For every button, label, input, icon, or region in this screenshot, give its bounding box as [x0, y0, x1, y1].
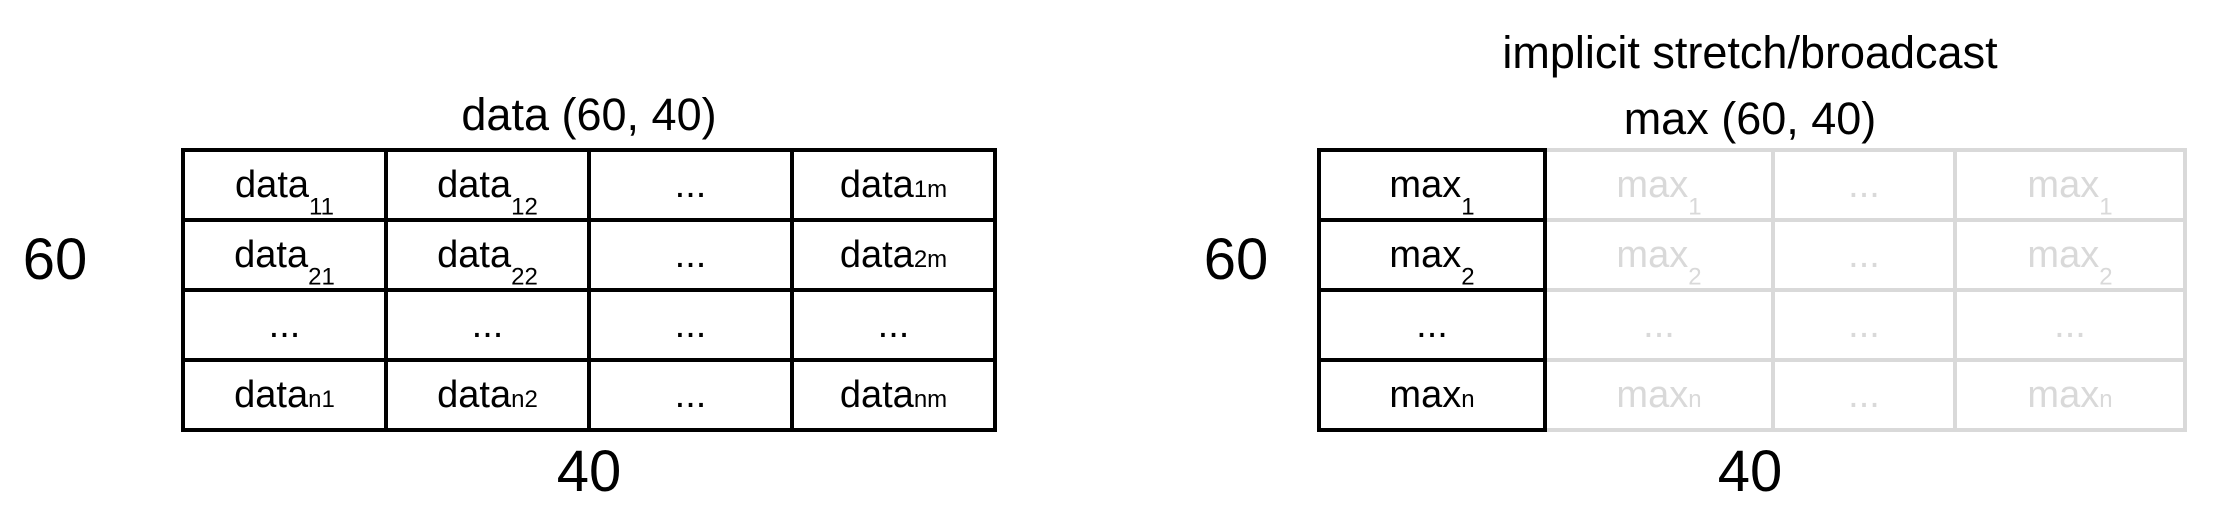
- ellipsis-cell: ...: [1771, 218, 1957, 292]
- cell-base-text: data: [437, 233, 512, 276]
- ellipsis-cell: ...: [587, 148, 794, 222]
- matrix-cell: maxn: [1317, 358, 1547, 432]
- matrix-cell: data2m: [790, 218, 997, 292]
- cell-base-text: max: [2027, 163, 2100, 206]
- cell-subscript: 12: [511, 192, 538, 220]
- cell-base-text: max: [2027, 373, 2100, 416]
- data-array-title: data (60, 40): [461, 89, 717, 140]
- left-row-count-label: 60: [22, 227, 88, 292]
- cell-base-text: data: [839, 373, 914, 416]
- ellipsis-cell: ...: [587, 218, 794, 292]
- ellipsis-cell: ...: [384, 288, 591, 362]
- cell-base-text: ...: [877, 303, 910, 346]
- cell-subscript: n: [2099, 385, 2113, 413]
- broadcast-title: implicit stretch/broadcast: [1502, 27, 1998, 78]
- cell-subscript: 22: [511, 262, 538, 290]
- cell-subscript: 11: [309, 192, 334, 220]
- cell-base-text: ...: [1643, 303, 1675, 346]
- cell-base-text: ...: [2054, 303, 2086, 346]
- matrix-cell: datanm: [790, 358, 997, 432]
- broadcast-ghost-cell: max1: [1953, 148, 2187, 222]
- right-column-count-label: 40: [1717, 439, 1783, 504]
- cell-subscript: 1m: [913, 175, 948, 203]
- max-array-title: max (60, 40): [1623, 93, 1877, 144]
- cell-base-text: data: [839, 233, 914, 276]
- broadcast-ghost-cell: max1: [1543, 148, 1775, 222]
- cell-base-text: ...: [1848, 163, 1880, 206]
- cell-base-text: max: [1389, 163, 1462, 206]
- cell-subscript: n: [1688, 385, 1702, 413]
- broadcast-ghost-cell: maxn: [1953, 358, 2187, 432]
- cell-base-text: data: [437, 373, 512, 416]
- cell-base-text: ...: [1848, 303, 1880, 346]
- ellipsis-cell: ...: [587, 288, 794, 362]
- cell-subscript: n: [1461, 385, 1475, 413]
- broadcast-ghost-cell: maxn: [1543, 358, 1775, 432]
- ellipsis-cell: ...: [1771, 358, 1957, 432]
- ellipsis-cell: ...: [587, 358, 794, 432]
- cell-base-text: max: [1616, 373, 1689, 416]
- matrix-cell: max2: [1317, 218, 1547, 292]
- cell-base-text: ...: [674, 233, 707, 276]
- cell-subscript: nm: [913, 385, 948, 413]
- matrix-cell: data1m: [790, 148, 997, 222]
- cell-base-text: max: [1389, 233, 1462, 276]
- cell-subscript: n1: [308, 385, 335, 413]
- ellipsis-cell: ...: [1771, 288, 1957, 362]
- table-row: ............: [181, 288, 997, 362]
- cell-base-text: ...: [674, 303, 707, 346]
- cell-subscript: 2: [2099, 262, 2113, 290]
- cell-base-text: ...: [471, 303, 504, 346]
- ellipsis-cell: ...: [181, 288, 388, 362]
- cell-base-text: data: [437, 163, 512, 206]
- cell-subscript: 1: [1461, 192, 1475, 220]
- right-row-count-label: 60: [1203, 227, 1269, 292]
- matrix-cell: data21: [181, 218, 388, 292]
- cell-base-text: ...: [1848, 233, 1880, 276]
- cell-base-text: ...: [1416, 303, 1448, 346]
- cell-base-text: data: [234, 233, 309, 276]
- cell-subscript: 1: [1688, 192, 1702, 220]
- cell-base-text: data: [839, 163, 914, 206]
- cell-base-text: max: [1616, 163, 1689, 206]
- matrix-cell: data12: [384, 148, 591, 222]
- cell-subscript: n2: [511, 385, 538, 413]
- cell-base-text: max: [1616, 233, 1689, 276]
- matrix-cell: data11: [181, 148, 388, 222]
- broadcast-ghost-cell: max2: [1543, 218, 1775, 292]
- matrix-cell: data22: [384, 218, 591, 292]
- cell-base-text: ...: [268, 303, 301, 346]
- matrix-cell: max1: [1317, 148, 1547, 222]
- cell-base-text: ...: [674, 163, 707, 206]
- matrix-cell: datan2: [384, 358, 591, 432]
- cell-base-text: ...: [1848, 373, 1880, 416]
- cell-base-text: max: [2027, 233, 2100, 276]
- cell-base-text: max: [1389, 373, 1462, 416]
- ellipsis-cell: ...: [790, 288, 997, 362]
- matrix-cell: datan1: [181, 358, 388, 432]
- ellipsis-cell: ...: [1953, 288, 2187, 362]
- ellipsis-cell: ...: [1317, 288, 1547, 362]
- cell-subscript: 2: [1688, 262, 1702, 290]
- cell-base-text: data: [234, 373, 309, 416]
- ellipsis-cell: ...: [1543, 288, 1775, 362]
- cell-base-text: ...: [674, 373, 707, 416]
- left-column-count-label: 40: [556, 439, 622, 504]
- ellipsis-cell: ...: [1771, 148, 1957, 222]
- cell-subscript: 21: [308, 262, 335, 290]
- cell-subscript: 2: [1461, 262, 1475, 290]
- cell-base-text: data: [235, 163, 310, 206]
- cell-subscript: 1: [2099, 192, 2113, 220]
- table-row: ............: [1317, 288, 2187, 362]
- cell-subscript: 2m: [913, 245, 948, 273]
- broadcast-ghost-cell: max2: [1953, 218, 2187, 292]
